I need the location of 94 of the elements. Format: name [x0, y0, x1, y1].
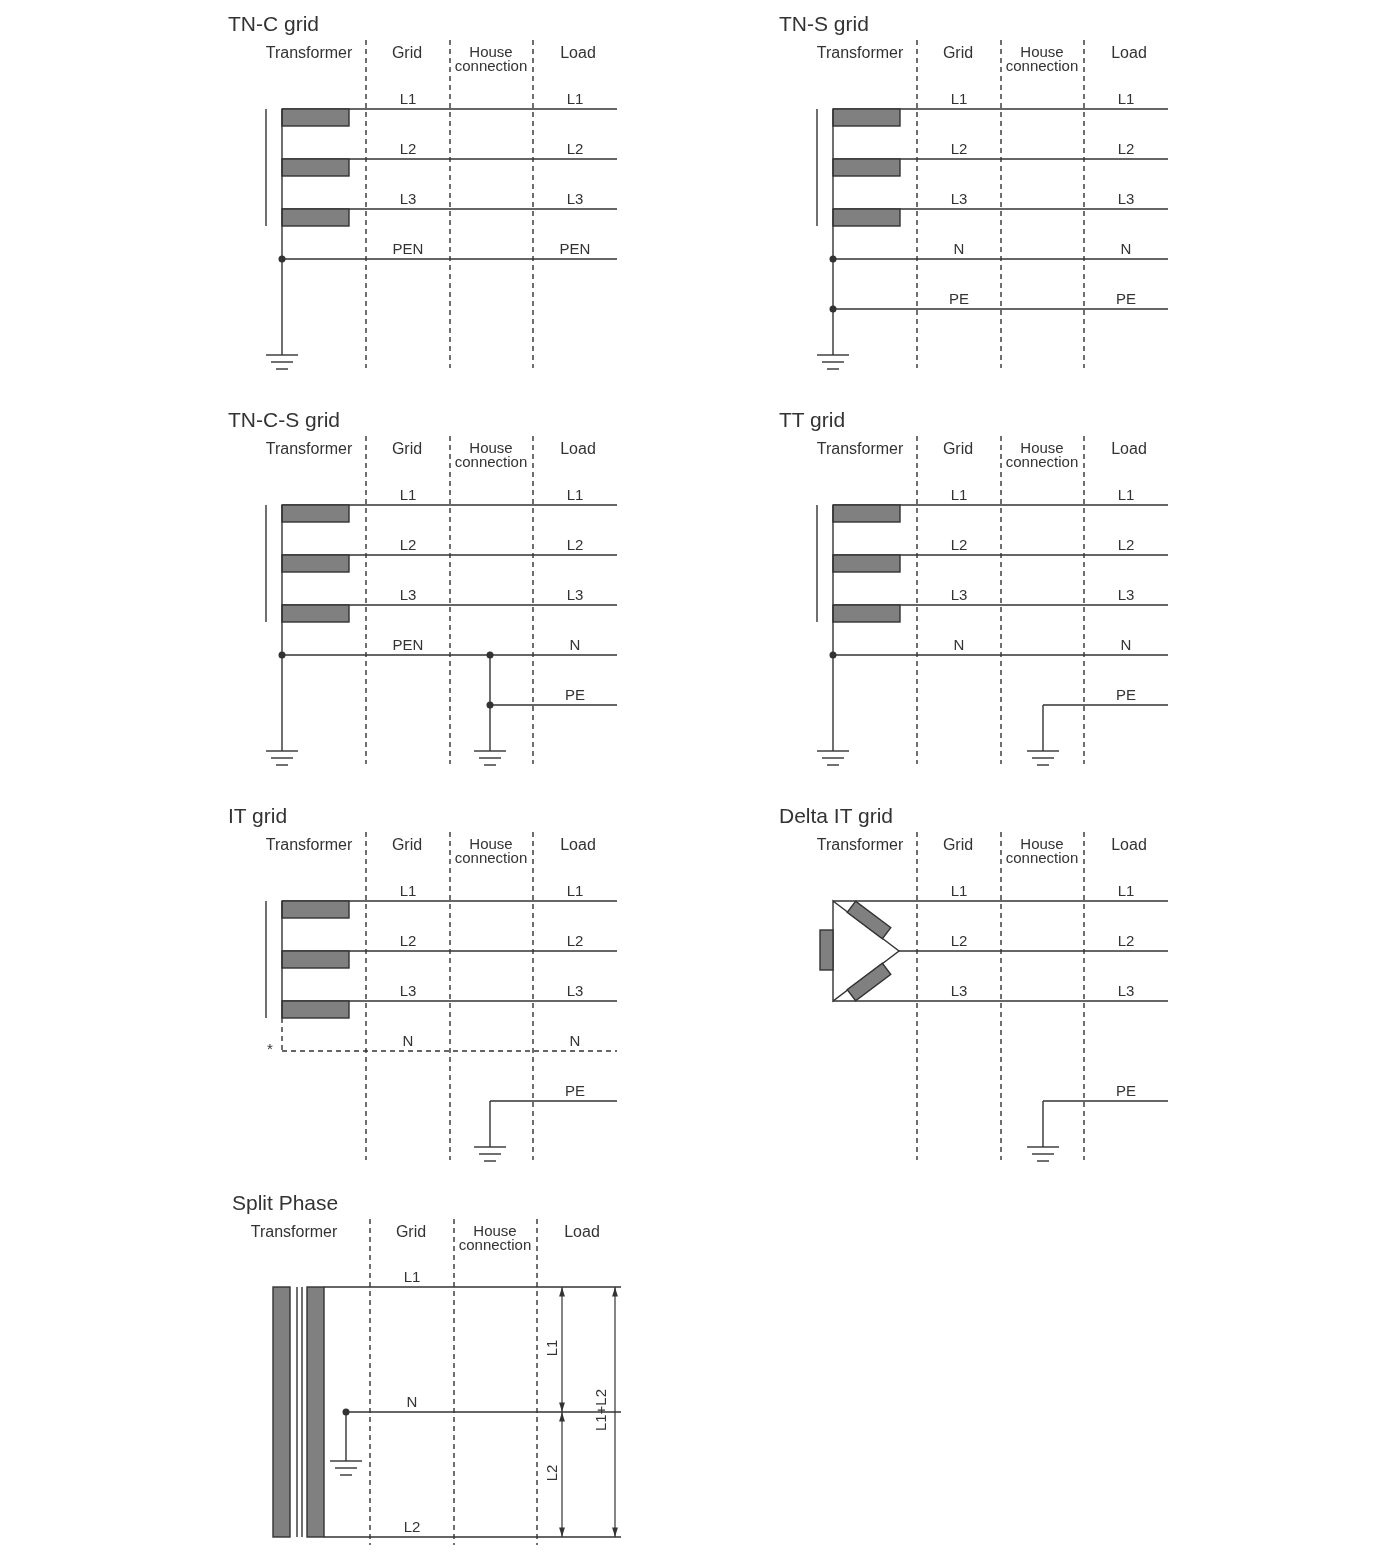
- column-header: Grid: [942, 440, 974, 458]
- column-header: House connection: [453, 837, 529, 865]
- wire-label: PE: [1116, 686, 1136, 703]
- wire-label: L3: [1117, 586, 1135, 603]
- wire-label: L2: [399, 140, 417, 157]
- wire-label: PE: [565, 1082, 585, 1099]
- wire-label: N: [569, 1032, 581, 1049]
- column-header: Grid: [391, 44, 423, 62]
- voltage-label: L1: [542, 1339, 560, 1357]
- column-header: Load: [560, 440, 596, 458]
- column-header: Load: [564, 1223, 600, 1241]
- panel-title: IT grid: [228, 804, 288, 828]
- wire-label: PE: [565, 686, 585, 703]
- wire-label: L2: [1117, 932, 1135, 949]
- wire-label: L2: [399, 536, 417, 553]
- wire-label: L2: [950, 140, 968, 157]
- wire-label: L2: [403, 1518, 421, 1535]
- wire-label: L1: [1117, 90, 1135, 107]
- footnote-mark: *: [267, 1040, 273, 1057]
- wire-label: L1: [399, 882, 417, 899]
- wire-label: PEN: [392, 636, 424, 653]
- wire-label: L3: [1117, 982, 1135, 999]
- wire-label: L1: [566, 90, 584, 107]
- wire-label: N: [953, 636, 965, 653]
- wire-label: L2: [950, 932, 968, 949]
- wire-label: L3: [950, 982, 968, 999]
- wire-label: L1: [399, 486, 417, 503]
- wire-label: L1: [399, 90, 417, 107]
- wire-label: L3: [566, 586, 584, 603]
- wire-label: N: [953, 240, 965, 257]
- column-header: Load: [1111, 44, 1147, 62]
- wire-label: L2: [566, 536, 584, 553]
- wire-label: L2: [1117, 536, 1135, 553]
- column-header: Grid: [391, 440, 423, 458]
- panel-title: TN-C grid: [228, 12, 319, 36]
- wire-label: L1: [1117, 882, 1135, 899]
- column-header: Transformer: [265, 44, 353, 62]
- column-header: Grid: [942, 44, 974, 62]
- column-header: House connection: [1004, 837, 1080, 865]
- column-header: Load: [1111, 440, 1147, 458]
- panel-title: TN-C-S grid: [228, 408, 340, 432]
- column-header: Transformer: [816, 44, 904, 62]
- column-header: Load: [560, 836, 596, 854]
- wire-label: L3: [399, 586, 417, 603]
- wire-label: L1: [950, 882, 968, 899]
- wire-label: L3: [566, 190, 584, 207]
- column-header: House connection: [1004, 45, 1080, 73]
- wire-label: L1: [950, 486, 968, 503]
- column-header: Transformer: [265, 440, 353, 458]
- voltage-label: L1+L2: [591, 1388, 609, 1432]
- column-header: Grid: [395, 1223, 427, 1241]
- column-header: Transformer: [816, 440, 904, 458]
- wire-label: L2: [566, 932, 584, 949]
- column-header: Load: [1111, 836, 1147, 854]
- wire-label: PE: [1116, 1082, 1136, 1099]
- wire-label: L3: [566, 982, 584, 999]
- column-header: Transformer: [250, 1223, 338, 1241]
- wire-label: L1: [403, 1268, 421, 1285]
- panel-title: TN-S grid: [779, 12, 869, 36]
- column-header: House connection: [1004, 441, 1080, 469]
- wire-label: PE: [1116, 290, 1136, 307]
- wire-label: L3: [950, 190, 968, 207]
- column-header: Transformer: [265, 836, 353, 854]
- wire-label: PEN: [559, 240, 591, 257]
- wire-label: N: [1120, 240, 1132, 257]
- wire-label: L1: [1117, 486, 1135, 503]
- panel-title: Split Phase: [232, 1191, 339, 1215]
- wire-label: L1: [566, 486, 584, 503]
- wire-label: L3: [950, 586, 968, 603]
- wire-label: N: [402, 1032, 414, 1049]
- column-header: House connection: [453, 441, 529, 469]
- panel-title: TT grid: [779, 408, 846, 432]
- wire-label: PEN: [392, 240, 424, 257]
- wire-label: L1: [566, 882, 584, 899]
- wire-label: L2: [399, 932, 417, 949]
- wire-label: L3: [1117, 190, 1135, 207]
- panel-title: Delta IT grid: [779, 804, 893, 828]
- wire-label: L3: [399, 982, 417, 999]
- wire-label: L2: [950, 536, 968, 553]
- wire-label: N: [406, 1393, 418, 1410]
- wire-label: L1: [950, 90, 968, 107]
- column-header: Grid: [391, 836, 423, 854]
- wire-label: N: [569, 636, 581, 653]
- column-header: Transformer: [816, 836, 904, 854]
- column-header: House connection: [457, 1224, 533, 1252]
- column-header: Load: [560, 44, 596, 62]
- wire-label: PE: [949, 290, 969, 307]
- wire-label: L3: [399, 190, 417, 207]
- voltage-label: L2: [542, 1464, 560, 1482]
- column-header: House connection: [453, 45, 529, 73]
- wire-label: L2: [566, 140, 584, 157]
- wire-label: N: [1120, 636, 1132, 653]
- wire-label: L2: [1117, 140, 1135, 157]
- column-header: Grid: [942, 836, 974, 854]
